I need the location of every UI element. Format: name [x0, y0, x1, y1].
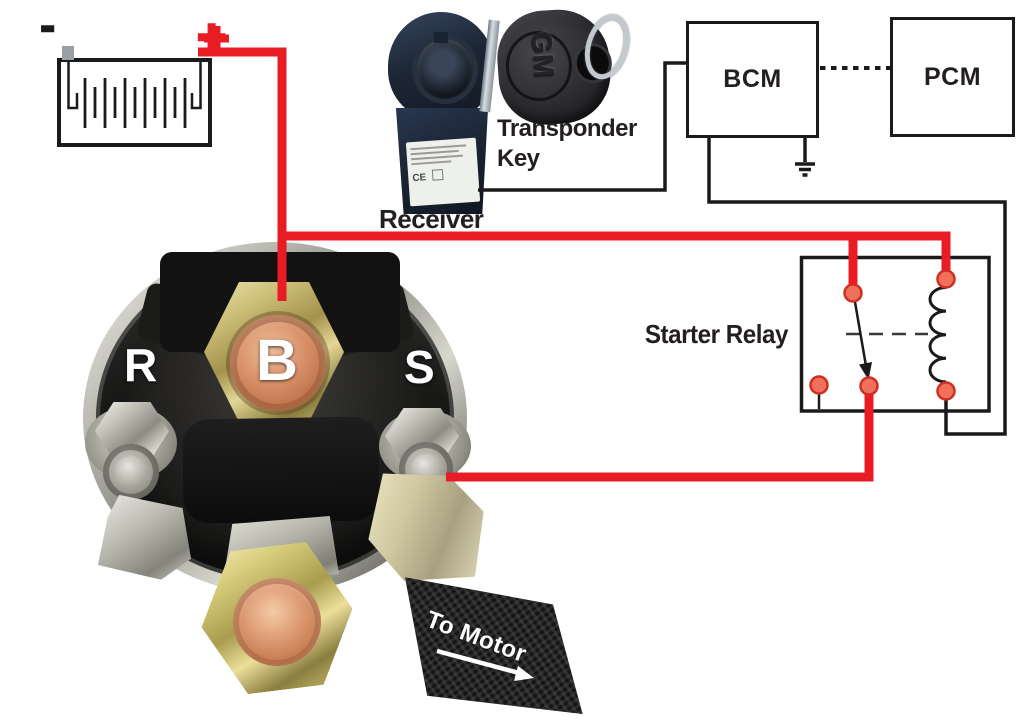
ground-bars [795, 162, 815, 177]
pcm-label: PCM [923, 62, 982, 91]
receiver-label: Receiver [379, 204, 484, 234]
battery-symbol [57, 46, 212, 147]
relay-internals [809, 269, 956, 409]
receiver-photo: CE [386, 12, 498, 214]
relay-switch-arm [853, 301, 868, 367]
wire-bcm-to-relay-coil [707, 137, 1007, 436]
motor-terminal-copper-stud [233, 578, 321, 666]
battery-minus-label: - [39, 0, 56, 51]
battery-plate-hook-left [67, 62, 79, 110]
receiver-keyhole [412, 34, 478, 104]
battery-cell-plates [83, 78, 187, 128]
relay-terminal-dot [859, 376, 879, 396]
gm-logo: GM [526, 30, 561, 80]
terminal-s-label: S [404, 341, 435, 393]
ce-mark: CE [412, 172, 427, 185]
receiver-sticker: CE [405, 137, 481, 207]
rubber-boot [182, 416, 380, 524]
battery-plus-label: + [196, 9, 228, 66]
sticker-text-line [411, 160, 452, 166]
battery-plate-hook-right [190, 62, 202, 110]
battery-negative-post [62, 46, 74, 60]
sticker-square [431, 169, 444, 182]
transponder-key-label: Transponder Key [497, 115, 637, 172]
starter-solenoid-photo [83, 240, 583, 720]
battery-outline [57, 58, 212, 147]
starter-relay-box [799, 255, 991, 413]
pcm-box: PCM [890, 17, 1015, 137]
r-terminal-stud [103, 444, 159, 500]
terminal-r-label: R [124, 339, 158, 391]
relay-terminal-dot [809, 375, 829, 395]
b-terminal-copper-stud [230, 315, 326, 411]
relay-terminal-dot [936, 269, 956, 289]
bcm-box: BCM [686, 21, 819, 138]
bcm-label: BCM [723, 65, 782, 93]
starter-relay-label: Starter Relay [644, 319, 789, 349]
relay-switch-arrowhead [859, 362, 872, 380]
terminal-b-label: B [256, 328, 298, 393]
relay-terminal-dot [936, 381, 956, 401]
ground-symbol [795, 136, 815, 177]
receiver-notch [434, 32, 448, 43]
relay-terminal-dot [843, 283, 863, 303]
relay-coil-icon [928, 286, 947, 384]
sticker-text-line [410, 154, 463, 161]
